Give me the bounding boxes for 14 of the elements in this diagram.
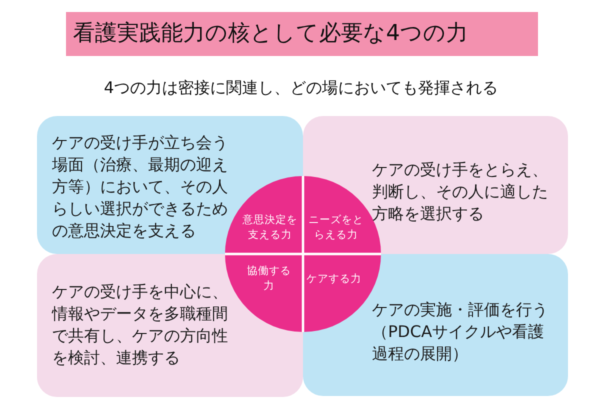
ability-label: ケアする力 <box>306 272 362 287</box>
ability-label: ニーズをとらえる力 <box>308 213 364 243</box>
description-text: ケアの受け手が立ち会う場面（治療、最期の迎え方等）において、その人らしい選択ができるための意思決定を支える <box>52 132 229 242</box>
description-card <box>37 254 303 397</box>
description-card <box>303 254 568 396</box>
ability-label: 協働する力 <box>246 264 292 294</box>
ability-label: 意思決定を支える力 <box>242 213 298 243</box>
description-text: ケアの受け手を中心に、情報やデータを多職種間で共有し、ケアの方向性を検討、連携する <box>52 281 229 369</box>
description-text: ケアの受け手をとらえ、判断し、その人に適した方略を選択する <box>372 159 549 225</box>
description-text: ケアの実施・評価を行う（PDCAサイクルや看護過程の展開） <box>372 299 549 365</box>
subtitle-text: 4つの力は密接に関連し、どの場においても発揮される <box>104 77 498 99</box>
description-card <box>303 116 568 254</box>
title-banner: 看護実践能力の核として必要な4つの力 <box>66 12 538 56</box>
description-card <box>37 116 303 254</box>
